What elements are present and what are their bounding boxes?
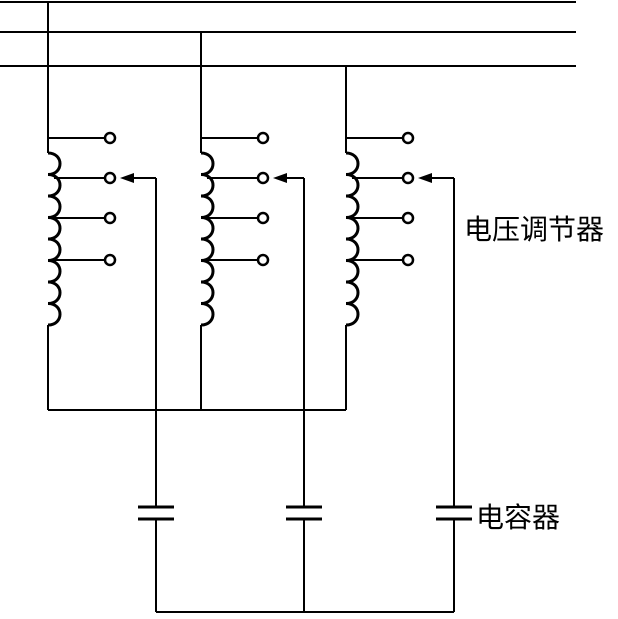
capacitor-label: 电容器 [476,501,560,534]
capacitor-1 [138,505,174,612]
tap-contact [401,171,415,185]
tap-contact [401,211,415,225]
wiper-arrow [120,173,134,183]
capacitor-3 [436,505,472,612]
regulator-coil [47,151,62,327]
tap-contact [401,253,415,267]
regulator-coil [345,151,360,327]
tap-contact [256,171,270,185]
tap-contact [103,253,117,267]
tap-contact [256,211,270,225]
voltage-regulator-2 [200,32,305,506]
tap-contact [401,131,415,145]
wiper-arrow [418,173,432,183]
tap-contact [256,253,270,267]
wiper-arrow [273,173,287,183]
regulators [47,2,455,506]
tap-contact [256,131,270,145]
voltage-regulator-label: 电压调节器 [464,213,604,246]
capacitors [138,505,472,612]
voltage-regulator-3 [345,66,455,506]
tap-contact [103,171,117,185]
regulator-coil [200,151,215,327]
tap-contact [103,131,117,145]
capacitor-2 [286,505,322,612]
tap-contact [103,211,117,225]
voltage-regulator-1 [47,2,157,506]
